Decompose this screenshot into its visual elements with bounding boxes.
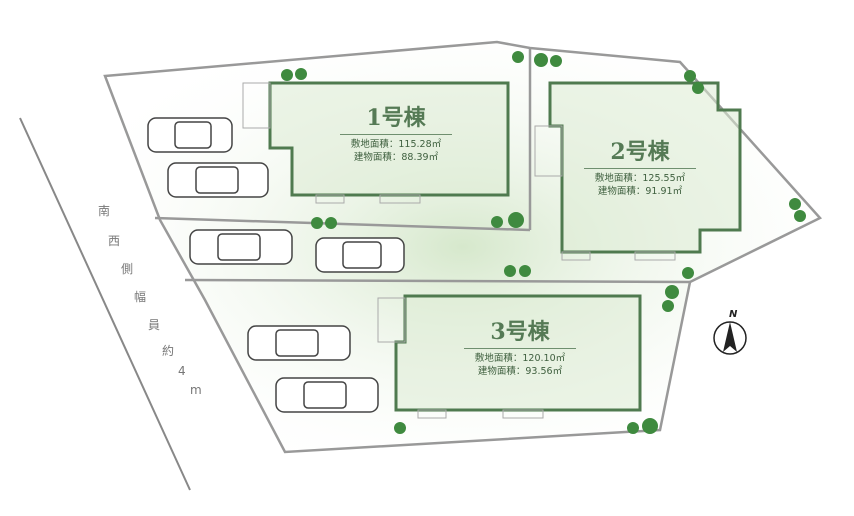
building-3-label: 3号棟 敷地面積：120.10㎡ 建物面積：93.56㎡ bbox=[464, 314, 576, 378]
building-3-floor-area: 建物面積：93.56㎡ bbox=[477, 366, 563, 377]
car bbox=[167, 162, 269, 198]
road-label-6: 4 bbox=[178, 364, 186, 378]
building-2-floor-area: 建物面積：91.91㎡ bbox=[597, 186, 683, 197]
car bbox=[247, 325, 351, 361]
road-label-1: 西 bbox=[108, 234, 121, 248]
road-label-3: 幅 bbox=[134, 290, 147, 304]
trees bbox=[281, 51, 806, 434]
road-label-5: 約 bbox=[162, 344, 175, 358]
road-label-4: 員 bbox=[148, 318, 161, 332]
building-2-name: 2号棟 bbox=[610, 139, 670, 165]
building-1-label: 1号棟 敷地面積：115.28㎡ 建物面積：88.39㎡ bbox=[340, 100, 452, 164]
building-3-name: 3号棟 bbox=[490, 319, 550, 345]
car bbox=[147, 117, 233, 153]
road-label-0: 南 bbox=[98, 204, 111, 218]
road-label-2: 側 bbox=[121, 262, 134, 276]
road-edge bbox=[19, 117, 191, 491]
building-1-floor-area: 建物面積：88.39㎡ bbox=[353, 152, 439, 163]
building-3-site-area: 敷地面積：120.10㎡ bbox=[474, 353, 566, 364]
building-1-outline bbox=[268, 81, 510, 197]
car bbox=[189, 229, 293, 265]
building-1-site-area: 敷地面積：115.28㎡ bbox=[350, 139, 442, 150]
road-label-7: m bbox=[190, 383, 202, 397]
car bbox=[315, 237, 405, 273]
compass-label: N bbox=[729, 309, 738, 320]
north-arrow-icon bbox=[713, 321, 747, 355]
lot-dividers bbox=[154, 48, 691, 284]
entrances bbox=[242, 82, 676, 419]
building-1-name: 1号棟 bbox=[366, 105, 426, 131]
car bbox=[275, 377, 379, 413]
building-2-label: 2号棟 敷地面積：125.55㎡ 建物面積：91.91㎡ bbox=[584, 134, 696, 198]
building-2-site-area: 敷地面積：125.55㎡ bbox=[594, 173, 686, 184]
